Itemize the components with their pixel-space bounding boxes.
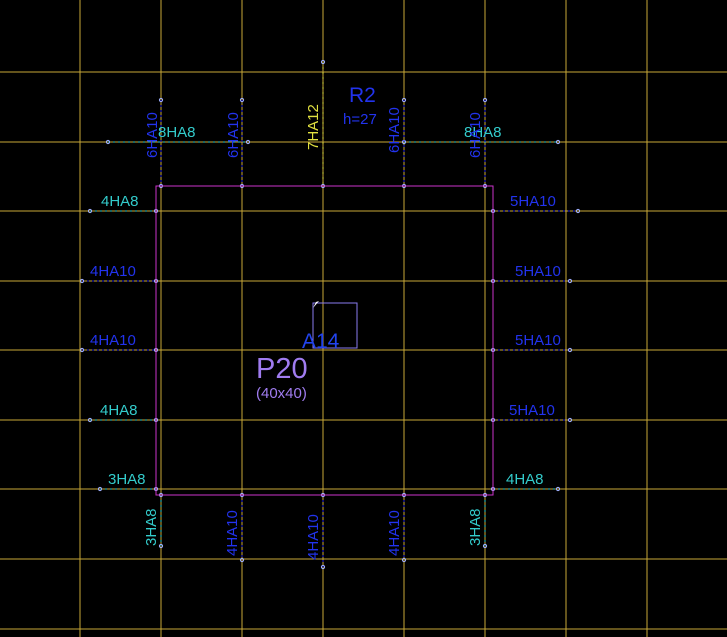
right-rebar-label-1: 5HA10 — [510, 193, 556, 210]
rebar-end-marker — [158, 543, 164, 549]
left-rebar-label-1: 4HA8 — [101, 193, 139, 210]
rebar-end-marker — [239, 97, 245, 103]
rebar-end-marker — [79, 278, 85, 284]
left-rebar-label-2: 4HA10 — [90, 263, 136, 280]
rebar-end-marker — [87, 208, 93, 214]
top-left-outer-vertical-label: 6HA10 — [144, 112, 161, 158]
column-name: P20 — [256, 353, 308, 385]
top-right-outer-vertical-label: 6HA10 — [467, 112, 484, 158]
column-marker-icon — [313, 301, 319, 308]
left-rebar-label-3: 4HA10 — [90, 332, 136, 349]
region-height-label: h=27 — [343, 111, 377, 128]
column-area-label: A14 — [302, 330, 340, 353]
right-rebar-label-3: 5HA10 — [515, 332, 561, 349]
top-right-inner-vertical-label: 6HA10 — [386, 107, 403, 153]
rebar-end-marker — [239, 557, 245, 563]
rebar-end-marker — [87, 417, 93, 423]
right-rebar-label-2: 5HA10 — [515, 263, 561, 280]
rebar-end-marker — [320, 59, 326, 65]
rebar-end-marker — [105, 139, 111, 145]
rebar-end-marker — [567, 278, 573, 284]
bottom-rebar-label-1: 3HA8 — [143, 508, 160, 546]
rebar-end-marker — [567, 347, 573, 353]
rebar-end-marker — [245, 139, 251, 145]
bottom-rebar-label-3: 4HA10 — [305, 514, 322, 560]
rebar-lines — [79, 59, 581, 570]
region-label: R2 — [349, 84, 376, 107]
top-left-rebar-label: 8HA8 — [158, 124, 196, 141]
rebar-end-marker — [401, 557, 407, 563]
rebar-end-marker — [482, 543, 488, 549]
right-rebar-label-5: 4HA8 — [506, 471, 544, 488]
rebar-end-marker — [97, 486, 103, 492]
rebar-end-marker — [555, 139, 561, 145]
column-size: (40x40) — [256, 385, 307, 402]
left-rebar-label-4: 4HA8 — [100, 402, 138, 419]
rebar-end-marker — [567, 417, 573, 423]
slab-outline — [155, 185, 494, 496]
rebar-end-marker — [575, 208, 581, 214]
rebar-end-marker — [79, 347, 85, 353]
top-center-vertical-label: 7HA12 — [305, 104, 322, 150]
bottom-rebar-label-2: 4HA10 — [224, 510, 241, 556]
rebar-end-marker — [158, 97, 164, 103]
column-outline[interactable] — [312, 302, 358, 349]
right-rebar-label-4: 5HA10 — [509, 402, 555, 419]
rebar-end-marker — [555, 486, 561, 492]
bottom-rebar-label-5: 3HA8 — [467, 508, 484, 546]
bottom-rebar-label-4: 4HA10 — [386, 510, 403, 556]
rebar-end-marker — [401, 97, 407, 103]
rebar-end-marker — [482, 97, 488, 103]
rebar-end-marker — [320, 564, 326, 570]
top-right-rebar-label: 8HA8 — [464, 124, 502, 141]
top-left-inner-vertical-label: 6HA10 — [225, 112, 242, 158]
left-rebar-label-5: 3HA8 — [108, 471, 146, 488]
